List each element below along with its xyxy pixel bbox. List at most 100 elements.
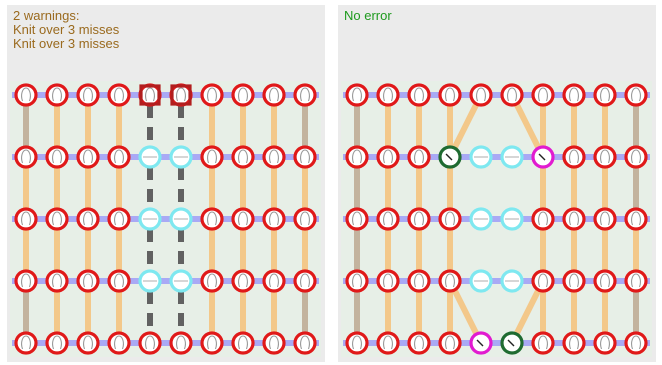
- stitch: [76, 269, 100, 293]
- stitch: [107, 269, 131, 293]
- warning-messages: 2 warnings: Knit over 3 misses Knit over…: [13, 9, 119, 51]
- stitch: [624, 269, 648, 293]
- stitch: [531, 83, 555, 107]
- stitch: [376, 145, 400, 169]
- stitch: [262, 269, 286, 293]
- twist-marker: [538, 153, 546, 161]
- stitch-loop: [300, 87, 310, 102]
- stitch-loop: [445, 335, 455, 350]
- stitch-loop: [52, 335, 62, 350]
- stitch: [200, 331, 224, 355]
- stitch-loop: [207, 335, 217, 350]
- stitch-loop: [21, 273, 31, 288]
- stitch: [293, 331, 317, 355]
- status-text: No error: [344, 8, 392, 23]
- stitch-loop: [300, 273, 310, 288]
- stitch: [262, 145, 286, 169]
- stitch: [262, 83, 286, 107]
- stitch-loop: [238, 87, 248, 102]
- stitch-loop: [352, 87, 362, 102]
- stitch: [531, 207, 555, 231]
- stitch-loop: [600, 87, 610, 102]
- stitch-loop: [445, 273, 455, 288]
- stitch: [624, 83, 648, 107]
- stitch-loop: [445, 211, 455, 226]
- stitch-loop: [207, 149, 217, 164]
- stitch-loop: [631, 211, 641, 226]
- stitch-loop: [445, 87, 455, 102]
- stitch-loop: [569, 335, 579, 350]
- stitch-loop: [538, 87, 548, 102]
- stitch-loop: [383, 87, 393, 102]
- stitch-loop: [145, 87, 155, 102]
- stitch: [45, 145, 69, 169]
- stitch-loop: [83, 273, 93, 288]
- stitch-loop: [631, 149, 641, 164]
- stitch-loop: [21, 149, 31, 164]
- twisted-stitch: [531, 145, 555, 169]
- stitch: [231, 207, 255, 231]
- stitch: [76, 145, 100, 169]
- stitch: [14, 83, 38, 107]
- stitch: [45, 207, 69, 231]
- warning-line-2: Knit over 3 misses: [13, 36, 120, 51]
- stitch: [376, 207, 400, 231]
- stitch: [293, 145, 317, 169]
- stitch-loop: [414, 273, 424, 288]
- stitch-loop: [600, 149, 610, 164]
- stitch: [293, 207, 317, 231]
- stitch-loop: [414, 87, 424, 102]
- stitch: [200, 207, 224, 231]
- stitch-loop: [300, 149, 310, 164]
- stitch-loop: [538, 273, 548, 288]
- stitch: [407, 145, 431, 169]
- stitch-loop: [52, 149, 62, 164]
- stitch: [200, 269, 224, 293]
- stitch: [593, 83, 617, 107]
- warning-square: [170, 84, 192, 106]
- stitch-loop: [114, 211, 124, 226]
- stitch: [231, 269, 255, 293]
- stitch: [345, 83, 369, 107]
- stitch: [500, 83, 524, 107]
- stitch-loop: [176, 335, 186, 350]
- stitch-loop: [352, 211, 362, 226]
- stitch: [376, 83, 400, 107]
- stitch-loop: [21, 87, 31, 102]
- stitch: [562, 269, 586, 293]
- stitch: [345, 269, 369, 293]
- stitch-loop: [21, 211, 31, 226]
- stitch: [562, 83, 586, 107]
- stitch: [562, 207, 586, 231]
- stitch-loop: [145, 335, 155, 350]
- stitch-loop: [114, 335, 124, 350]
- stitch: [624, 207, 648, 231]
- stitch: [376, 269, 400, 293]
- stitch-loop: [300, 211, 310, 226]
- stitch: [293, 83, 317, 107]
- stitch-loop: [269, 87, 279, 102]
- stitch-loop: [21, 335, 31, 350]
- stitch-loop: [52, 87, 62, 102]
- stitch-loop: [238, 335, 248, 350]
- stitch: [293, 269, 317, 293]
- stitch-loop: [569, 211, 579, 226]
- stitch: [376, 331, 400, 355]
- stitch-loop: [176, 87, 186, 102]
- stitch-loop: [52, 211, 62, 226]
- stitch: [562, 331, 586, 355]
- stitch-loop: [538, 211, 548, 226]
- stitch: [14, 207, 38, 231]
- stitch: [169, 331, 193, 355]
- stitch-loop: [631, 87, 641, 102]
- stitch-loop: [83, 335, 93, 350]
- stitch-loop: [631, 273, 641, 288]
- stitch: [262, 207, 286, 231]
- stitch-loop: [269, 273, 279, 288]
- stitch-loop: [383, 273, 393, 288]
- stitch: [45, 269, 69, 293]
- stitch-diagram-left: [10, 81, 321, 357]
- right-panel: No error: [338, 5, 656, 362]
- stitch-loop: [600, 335, 610, 350]
- stitch-loop: [383, 211, 393, 226]
